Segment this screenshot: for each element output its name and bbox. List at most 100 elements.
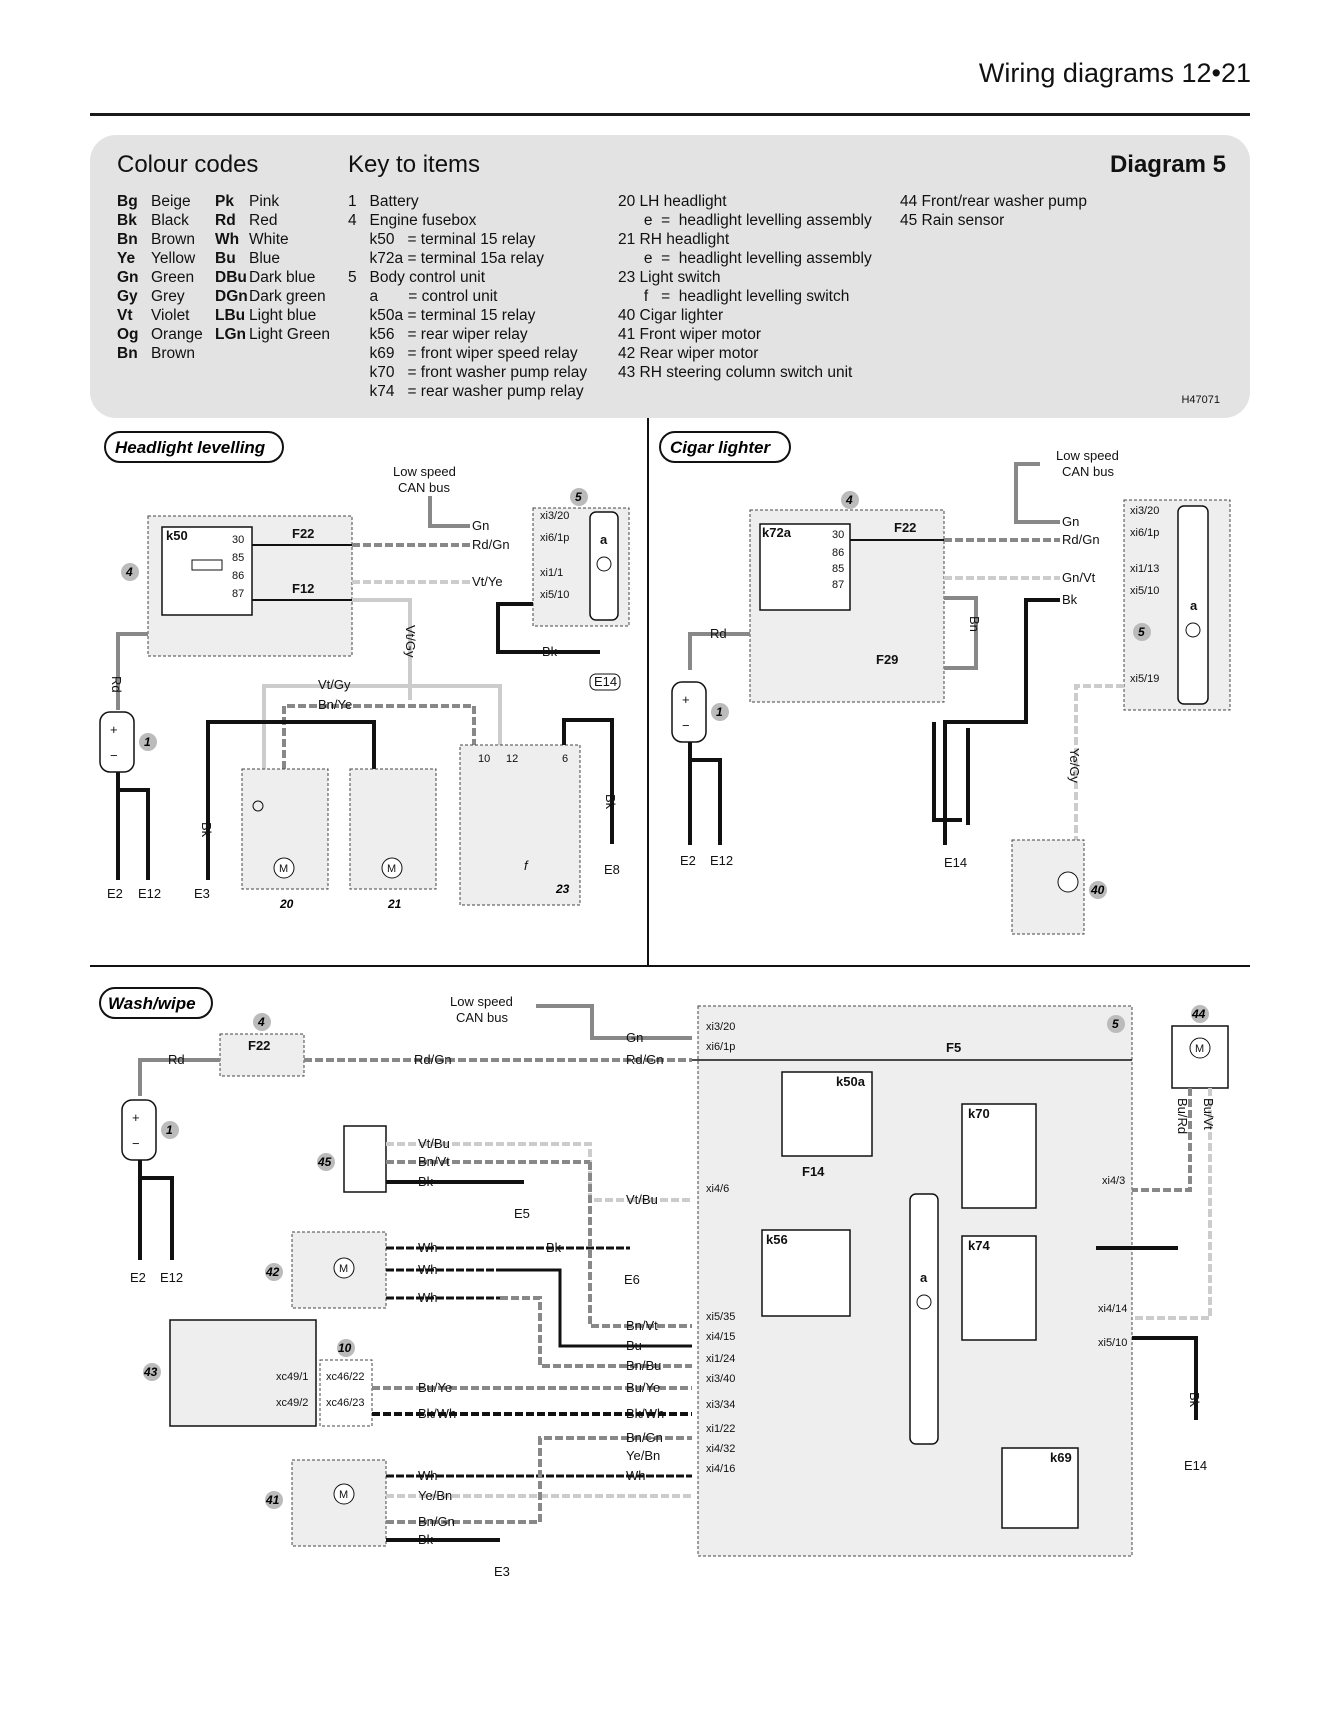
svg-text:a: a — [600, 532, 608, 547]
svg-text:E14: E14 — [1184, 1458, 1207, 1473]
svg-text:F22: F22 — [292, 526, 314, 541]
svg-text:Wh: Wh — [418, 1290, 438, 1305]
svg-text:21: 21 — [387, 897, 402, 911]
svg-text:Gn/Vt: Gn/Vt — [1062, 570, 1096, 585]
svg-text:xi1/13: xi1/13 — [1130, 563, 1159, 575]
relay-k72a — [759, 523, 851, 611]
svg-text:12: 12 — [506, 753, 518, 765]
svg-text:Bn/Vt: Bn/Vt — [626, 1318, 658, 1333]
relay-k50a — [781, 1071, 873, 1157]
svg-text:E12: E12 — [160, 1270, 183, 1285]
svg-text:+: + — [132, 1110, 140, 1125]
svg-text:E5: E5 — [514, 1206, 530, 1221]
svg-text:6: 6 — [562, 753, 568, 765]
colour-code: Rd — [215, 212, 236, 229]
svg-text:Bk/Wh: Bk/Wh — [418, 1406, 456, 1421]
battery-1-headlight — [99, 711, 135, 773]
svg-text:Ye/Gy: Ye/Gy — [1067, 748, 1082, 783]
svg-text:20: 20 — [279, 897, 294, 911]
svg-text:a: a — [1190, 598, 1198, 613]
svg-text:CAN bus: CAN bus — [398, 480, 451, 495]
colour-name: Beige — [151, 193, 191, 210]
svg-text:E12: E12 — [138, 886, 161, 901]
svg-text:1: 1 — [716, 705, 723, 719]
svg-text:xc49/1: xc49/1 — [276, 1371, 308, 1383]
svg-text:Ye/Bn: Ye/Bn — [626, 1448, 660, 1463]
svg-text:4: 4 — [125, 565, 133, 579]
key-items-col3: 44 Front/rear washer pump 45 Rain sensor — [900, 193, 1087, 229]
colour-code: Vt — [117, 307, 133, 324]
svg-text:Bk/Wh: Bk/Wh — [626, 1406, 664, 1421]
key-items-col1: 1 Battery 4 Engine fusebox k50 = termina… — [348, 193, 588, 400]
battery-1-washwipe — [121, 1099, 157, 1161]
wire-label-rdgn: Rd/Gn — [472, 537, 510, 552]
svg-text:30: 30 — [832, 529, 844, 541]
colour-name: Light blue — [249, 307, 317, 324]
relay-k74 — [961, 1235, 1037, 1341]
svg-text:CAN bus: CAN bus — [456, 1010, 509, 1025]
svg-text:Bk: Bk — [603, 794, 618, 810]
colour-code: Ye — [117, 250, 136, 267]
svg-text:Bk: Bk — [418, 1532, 434, 1547]
svg-text:xc49/2: xc49/2 — [276, 1397, 308, 1409]
bcu-5-cigar — [1123, 499, 1231, 711]
svg-text:xi1/24: xi1/24 — [706, 1353, 735, 1365]
svg-text:Bu/Ye: Bu/Ye — [418, 1380, 452, 1395]
svg-text:M: M — [339, 1263, 348, 1275]
svg-text:40: 40 — [1090, 883, 1105, 897]
svg-text:M: M — [1195, 1043, 1204, 1055]
svg-text:k69: k69 — [1050, 1450, 1072, 1465]
svg-text:Vt/Ye: Vt/Ye — [472, 574, 503, 589]
svg-text:CAN bus: CAN bus — [1062, 464, 1115, 479]
colour-code: DGn — [215, 288, 248, 305]
svg-text:xi5/35: xi5/35 — [706, 1311, 735, 1323]
wash-wipe-section: Wash/wipe F22 4 Rd/Gn Rd/Gn Low speed CA… — [99, 987, 1229, 1579]
svg-text:87: 87 — [232, 588, 244, 600]
svg-text:Vt/Gy: Vt/Gy — [318, 677, 351, 692]
svg-text:85: 85 — [832, 563, 844, 575]
svg-text:E14: E14 — [944, 855, 967, 870]
colour-name: Light Green — [249, 326, 330, 343]
svg-text:4: 4 — [257, 1015, 265, 1029]
svg-text:Wh: Wh — [418, 1240, 438, 1255]
svg-text:5: 5 — [1112, 1017, 1119, 1031]
svg-text:a: a — [920, 1270, 928, 1285]
colour-code: Gn — [117, 269, 139, 286]
svg-text:Bu: Bu — [626, 1338, 642, 1353]
svg-text:Gn: Gn — [472, 518, 489, 533]
svg-text:F29: F29 — [876, 652, 898, 667]
colour-code: Pk — [215, 193, 234, 210]
svg-text:xi5/10: xi5/10 — [1130, 585, 1159, 597]
key-items-col2: 20 LH headlight e = headlight levelling … — [618, 193, 872, 381]
colour-code: Wh — [215, 231, 240, 248]
svg-text:30: 30 — [232, 534, 244, 546]
svg-text:Rd: Rd — [710, 626, 727, 641]
svg-text:xi4/6: xi4/6 — [706, 1183, 729, 1195]
svg-text:xi1/22: xi1/22 — [706, 1423, 735, 1435]
colour-name: Black — [151, 212, 189, 229]
svg-text:M: M — [339, 1489, 348, 1501]
svg-text:Bu/Ye: Bu/Ye — [626, 1380, 660, 1395]
svg-text:xi3/34: xi3/34 — [706, 1399, 735, 1411]
svg-text:E6: E6 — [624, 1272, 640, 1287]
section-title-headlight: Headlight levelling — [115, 438, 266, 457]
colour-code: LBu — [215, 307, 246, 324]
svg-text:E2: E2 — [107, 886, 123, 901]
svg-text:Vt/Bu: Vt/Bu — [626, 1192, 658, 1207]
svg-text:Bn/Bu: Bn/Bu — [626, 1358, 661, 1373]
svg-text:4: 4 — [845, 493, 853, 507]
svg-text:Bn/Vt: Bn/Vt — [418, 1154, 450, 1169]
svg-text:−: − — [110, 748, 118, 763]
svg-text:85: 85 — [232, 552, 244, 564]
svg-text:E12: E12 — [710, 853, 733, 868]
colour-name: Blue — [249, 250, 281, 267]
colour-code: Bg — [117, 193, 138, 210]
svg-text:Bn/Gn: Bn/Gn — [418, 1514, 455, 1529]
svg-text:M: M — [387, 863, 396, 875]
fusebox-4-washwipe — [219, 1033, 305, 1077]
